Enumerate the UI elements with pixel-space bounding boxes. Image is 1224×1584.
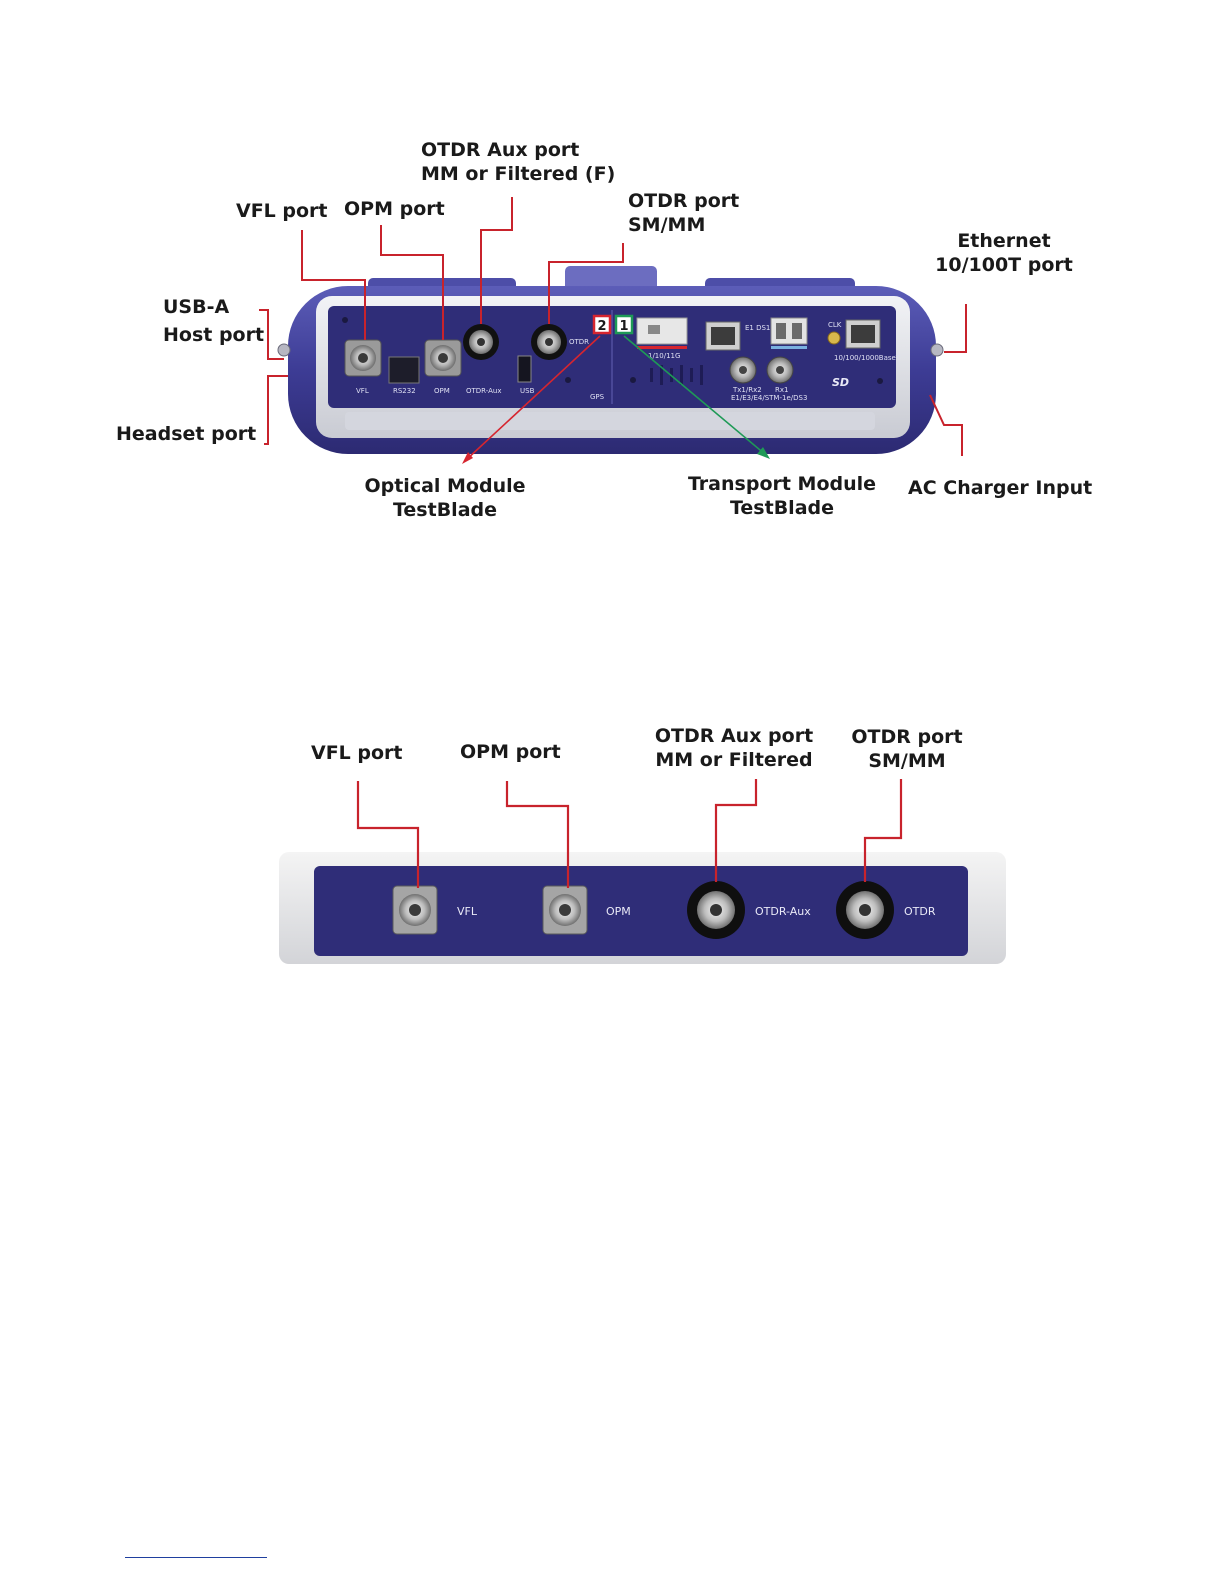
rs232-device-label: RS232 (393, 387, 416, 395)
bottom-device-panel (314, 866, 968, 956)
bottom-vfl-device-label: VFL (457, 905, 478, 918)
ethernet-port-label: Ethernet 10/100T port (926, 229, 1082, 277)
bottom-vfl-leader (356, 781, 420, 888)
optical-module-label: Optical Module TestBlade (355, 474, 535, 522)
usb-host-port-label: USB-A Host port (163, 293, 264, 349)
slot-1-number: 1 (619, 319, 628, 334)
vfl-port-label-line1: VFL port (236, 200, 328, 222)
bottom-otdr-aux-connector (687, 881, 745, 939)
vfl-device-label: VFL (356, 387, 369, 395)
otdr-port-label-line2: SM/MM (628, 214, 706, 236)
usb-host-port-label-line2: Host port (163, 324, 265, 346)
bottom-otdr-port-label-line1: OTDR port (851, 726, 963, 748)
transport-module-label-line2: TestBlade (729, 497, 835, 519)
rs232-port (388, 356, 420, 384)
clk-connector (827, 331, 841, 345)
otdr-port-label: OTDR port SM/MM (628, 189, 739, 237)
ac-charger-label-line1: AC Charger Input (908, 477, 1093, 499)
bottom-otdr-device-label: OTDR (904, 905, 936, 918)
bottom-vfl-connector (392, 885, 438, 935)
vfl-leader (301, 230, 366, 340)
bottom-otdr-aux-leader (714, 779, 758, 882)
optical-module-arrow (465, 335, 601, 461)
ethernet-port-label-line2: 10/100T port (935, 254, 1073, 276)
opm-leader (380, 225, 444, 340)
headset-port-label-line1: Headset port (116, 423, 257, 445)
otdr-aux-port-label-line2: MM or Filtered (F) (421, 163, 616, 185)
bottom-device-bezel (279, 852, 1006, 964)
slot-1-badge (614, 314, 634, 335)
optical-module-label-line2: TestBlade (392, 499, 498, 521)
bottom-opm-port-label-line1: OPM port (460, 741, 561, 763)
headset-port-label: Headset port (116, 422, 256, 446)
headset-leader (264, 375, 288, 445)
bottom-otdr-aux-port-label: OTDR Aux port MM or Filtered (650, 724, 818, 772)
e1-device-label: E1 DS1 (745, 324, 770, 332)
usb-host-port-label-line1: USB-A (163, 296, 230, 318)
sfp-cage (636, 317, 688, 345)
rx1-device-label: Rx1 (775, 386, 788, 394)
bottom-leader-lines (356, 779, 903, 888)
otdr-aux-device-label: OTDR-Aux (466, 387, 502, 395)
opm-device-label: OPM (434, 387, 450, 395)
sd-logo: SD (832, 376, 849, 389)
ac-charger-leader (929, 394, 963, 456)
bottom-otdr-port-label-line2: SM/MM (868, 750, 946, 772)
bottom-otdr-connector (836, 881, 894, 939)
ethernet-leader (944, 304, 967, 353)
vfl-port-label: VFL port (236, 199, 328, 223)
footnote-separator (125, 1557, 267, 1558)
transport-module-label-line1: Transport Module (687, 473, 877, 495)
rates-device-label: E1/E3/E4/STM-1e/DS3 (731, 394, 807, 402)
ethernet-port-label-line1: Ethernet (957, 230, 1051, 252)
bottom-otdr-aux-port-label-line2: MM or Filtered (655, 749, 813, 771)
sfp-device-label: 1/10/11G (648, 352, 680, 360)
bottom-otdr-port-label: OTDR port SM/MM (846, 725, 968, 773)
clk-device-label: CLK (828, 321, 842, 329)
bottom-otdr-aux-port-label-line1: OTDR Aux port (654, 725, 814, 747)
bottom-opm-device-label: OPM (606, 905, 631, 918)
bottom-vfl-port-label: VFL port (311, 741, 403, 765)
usb-port (517, 355, 532, 383)
otdr-aux-port-label: OTDR Aux port MM or Filtered (F) (421, 138, 615, 186)
transport-module-arrow (623, 335, 767, 456)
bottom-opm-port-label: OPM port (460, 740, 561, 764)
bottom-vfl-port-label-line1: VFL port (311, 742, 403, 764)
bottom-opm-connector (542, 885, 588, 935)
bottom-otdr-leader (863, 779, 903, 882)
opm-port-label-line1: OPM port (344, 198, 445, 220)
charger-side-knob (930, 343, 944, 357)
leader-lines (259, 197, 967, 456)
optical-module-label-line1: Optical Module (364, 475, 526, 497)
slot-2-badge (592, 314, 612, 335)
otdr-aux-leader (480, 197, 513, 324)
otdr-leader (548, 243, 624, 324)
ethernet-device-label: 10/100/1000BaseT (834, 354, 901, 362)
bottom-opm-leader (505, 781, 570, 888)
txrx2-device-label: Tx1/Rx2 (732, 386, 762, 394)
slot-2-number: 2 (597, 319, 606, 334)
ac-charger-label: AC Charger Input (908, 476, 1092, 500)
otdr-device-label: OTDR (569, 338, 589, 346)
usb-leader (259, 309, 284, 360)
top-device-illustration: VFL RS232 OPM OTDR-Aux USB OTDR GPS 2 1 … (259, 197, 967, 464)
usb-side-knob (277, 343, 291, 357)
otdr-aux-port-label-line1: OTDR Aux port (421, 139, 580, 161)
otdr-port-label-line1: OTDR port (628, 190, 740, 212)
transport-module-label: Transport Module TestBlade (682, 472, 882, 520)
bottom-otdr-aux-device-label: OTDR-Aux (755, 905, 811, 918)
usb-device-label: USB (520, 387, 535, 395)
opm-port-label: OPM port (344, 197, 445, 221)
gps-device-label: GPS (590, 393, 605, 401)
